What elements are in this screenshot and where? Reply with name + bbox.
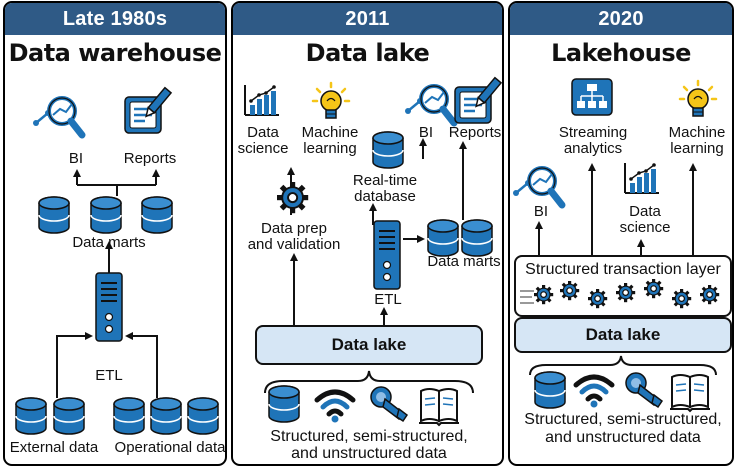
panel-header: 2020: [510, 3, 732, 35]
lakehouse-connectors: [529, 163, 717, 376]
label-line: Streaming: [558, 124, 628, 141]
bi-label: BI: [533, 203, 549, 220]
label-line: Machine: [301, 124, 359, 141]
reports-icon: [123, 86, 173, 135]
transaction-layer-label: Structured transaction layer: [525, 261, 721, 278]
structured-database-icon: [534, 371, 566, 409]
touch-device-icon: [370, 386, 408, 422]
gear-icon: [698, 283, 721, 306]
wifi-icon: [315, 388, 355, 424]
label-line: Machine: [668, 124, 726, 141]
gear-icon: [642, 277, 665, 300]
label-line: Data: [629, 203, 661, 220]
panel-data-warehouse: Late 1980s Data warehouse BI Reports Dat…: [3, 1, 227, 466]
label-line: database: [354, 188, 416, 205]
gear-icon: [532, 283, 555, 306]
machine-learning-bulb-icon: [678, 79, 718, 118]
gear-icon: [586, 287, 609, 310]
sources-label: Structured, semi-structured,and unstruct…: [524, 411, 721, 447]
panel-title: Data lake: [305, 39, 430, 67]
data-science-chart-icon: [244, 84, 280, 116]
operational-database-icon: [150, 397, 182, 435]
etl-server-icon: [373, 220, 401, 290]
data-lake-bar: Data lake: [255, 325, 483, 365]
bi-label: BI: [418, 124, 434, 141]
etl-label: ETL: [95, 367, 123, 384]
label-line: learning: [303, 140, 357, 157]
warehouse-connectors: [56, 169, 160, 398]
external-data-label: External data: [9, 439, 99, 456]
data-science-chart-icon: [624, 162, 660, 194]
panel-title: Data warehouse: [8, 39, 222, 67]
streaming-analytics-org-icon: [571, 78, 613, 116]
etl-label: ETL: [374, 291, 402, 308]
label-line: and unstructured data: [545, 429, 701, 446]
label-line: Structured, semi-structured,: [524, 411, 722, 428]
data-mart-database-icon: [90, 196, 122, 234]
data-mart-database-icon: [141, 196, 173, 234]
sources-label: Structured, semi-structured,and unstruct…: [270, 428, 467, 462]
touch-device-icon: [625, 372, 663, 408]
structured-transaction-layer: Structured transaction layer: [514, 255, 732, 317]
data-lake-connectors: [264, 138, 474, 394]
gear-icon: [670, 287, 693, 310]
book-icon: [669, 374, 711, 412]
wifi-icon: [574, 373, 614, 409]
operational-database-icon: [187, 397, 219, 435]
panel-header: Late 1980s: [5, 3, 225, 35]
operational-database-icon: [113, 397, 145, 435]
external-database-icon: [15, 397, 47, 435]
operational-data-label: Operational data: [114, 439, 226, 456]
structured-database-icon: [268, 385, 300, 423]
etl-server-icon: [95, 272, 123, 342]
panel-header: 2011: [233, 3, 502, 35]
real-time-database-icon: [372, 131, 404, 169]
data-prep-gear-icon: [277, 182, 309, 214]
data-marts-label: Data marts: [427, 253, 501, 270]
label-line: and validation: [247, 236, 341, 253]
data-mart-database-icon: [38, 196, 70, 234]
label-line: Data prep: [261, 220, 327, 237]
external-database-icon: [53, 397, 85, 435]
data-marts-label: Data marts: [72, 234, 146, 251]
book-icon: [418, 388, 460, 426]
gear-icon: [614, 281, 637, 304]
label-line: and unstructured data: [291, 445, 447, 462]
machine-learning-bulb-icon: [311, 81, 351, 120]
label-line: learning: [670, 140, 724, 157]
bi-magnifier-icon: [36, 93, 86, 143]
label-line: Real-time: [352, 172, 418, 189]
gear-icon: [558, 279, 581, 302]
panel-title: Lakehouse: [551, 39, 691, 67]
label-line: science: [619, 219, 671, 236]
transaction-gears: [520, 277, 721, 310]
reports-label: Reports: [123, 150, 177, 167]
data-lake-bar: Data lake: [514, 317, 732, 353]
label-line: Structured, semi-structured,: [270, 428, 468, 445]
label-line: Data: [247, 124, 279, 141]
label-line: analytics: [563, 140, 623, 157]
label-line: science: [237, 140, 289, 157]
bi-label: BI: [68, 150, 84, 167]
reports-label: Reports: [448, 124, 502, 141]
